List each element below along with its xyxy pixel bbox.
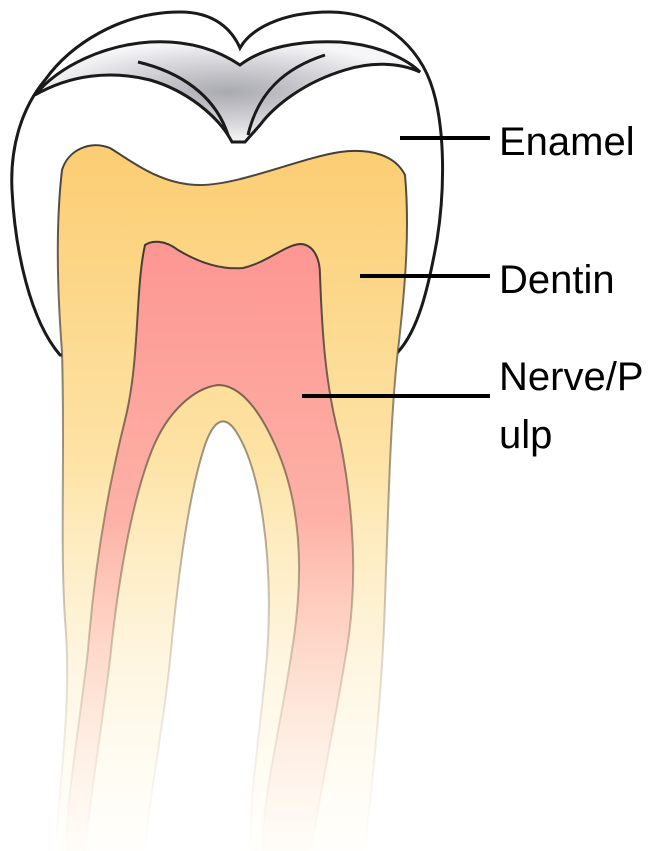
nerve-pulp-label-line1: Nerve/P bbox=[499, 352, 644, 402]
enamel-label: Enamel bbox=[499, 117, 635, 167]
nerve-pulp-label-line2: ulp bbox=[499, 410, 552, 460]
dentin-label: Dentin bbox=[499, 255, 615, 305]
